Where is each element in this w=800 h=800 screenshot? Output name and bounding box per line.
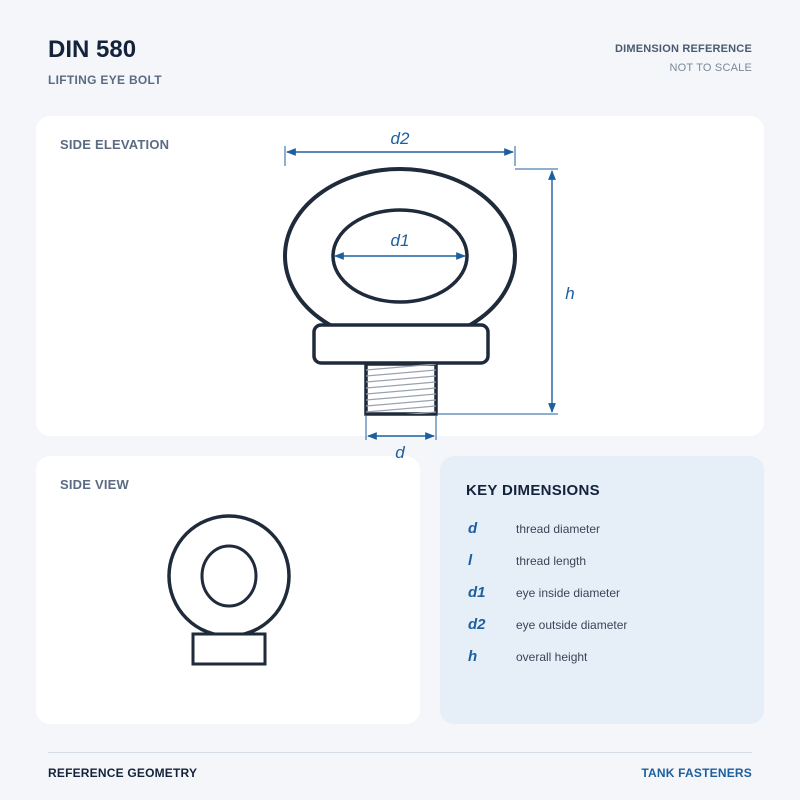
side-view-label: SIDE VIEW bbox=[60, 477, 129, 492]
key-symbol: l bbox=[468, 552, 473, 569]
eye-bolt-side-view bbox=[167, 514, 291, 666]
key-symbol: d2 bbox=[468, 616, 486, 633]
eye-inner-ring bbox=[331, 208, 469, 304]
thread-lines bbox=[366, 364, 436, 414]
key-dimensions-title: KEY DIMENSIONS bbox=[466, 482, 600, 499]
key-row-thread-diameter: d thread diameter bbox=[466, 520, 756, 540]
footer-reference-geometry: REFERENCE GEOMETRY bbox=[48, 766, 198, 780]
key-symbol: d bbox=[468, 520, 478, 537]
threaded-shank bbox=[364, 362, 438, 416]
page-title: DIN 580 bbox=[48, 36, 137, 63]
footer-divider bbox=[48, 752, 752, 753]
dimension-d: d bbox=[365, 416, 437, 462]
key-description: thread length bbox=[516, 554, 587, 568]
key-row-thread-length: l thread length bbox=[466, 552, 756, 572]
dimension-label-d2: d2 bbox=[391, 129, 410, 148]
key-description: eye outside diameter bbox=[516, 618, 628, 632]
key-row-eye-inside-diameter: d1 eye inside diameter bbox=[466, 584, 756, 604]
side-collar bbox=[191, 632, 267, 666]
dimension-d1: d1 bbox=[334, 231, 466, 260]
dimension-reference-label: DIMENSION REFERENCE bbox=[614, 43, 752, 55]
bolt-collar bbox=[312, 323, 490, 365]
dimension-h: h bbox=[438, 168, 575, 415]
side-elevation-label: SIDE ELEVATION bbox=[60, 137, 170, 152]
side-eye-outer bbox=[167, 514, 291, 638]
dimension-label-d: d bbox=[395, 443, 405, 462]
scale-note: NOT TO SCALE bbox=[669, 62, 752, 74]
key-description: eye inside diameter bbox=[516, 586, 621, 600]
eye-bolt-elevation bbox=[283, 167, 517, 416]
side-view-panel: SIDE VIEW bbox=[36, 456, 420, 724]
footer-brand: TANK FASTENERS bbox=[641, 766, 752, 780]
key-row-eye-outside-diameter: d2 eye outside diameter bbox=[466, 616, 756, 636]
dimension-label-d1: d1 bbox=[391, 231, 410, 250]
side-eye-inner bbox=[200, 544, 258, 608]
key-dimensions-panel: KEY DIMENSIONS d thread diameter l threa… bbox=[440, 456, 764, 724]
key-description: overall height bbox=[516, 650, 588, 664]
key-symbol: h bbox=[468, 648, 478, 665]
key-row-overall-height: h overall height bbox=[466, 648, 756, 668]
key-description: thread diameter bbox=[516, 522, 601, 536]
dimension-label-h: h bbox=[565, 284, 574, 303]
key-symbol: d1 bbox=[468, 584, 486, 601]
page-subtitle: LIFTING EYE BOLT bbox=[48, 73, 162, 87]
dimension-d2: d2 bbox=[284, 129, 516, 166]
